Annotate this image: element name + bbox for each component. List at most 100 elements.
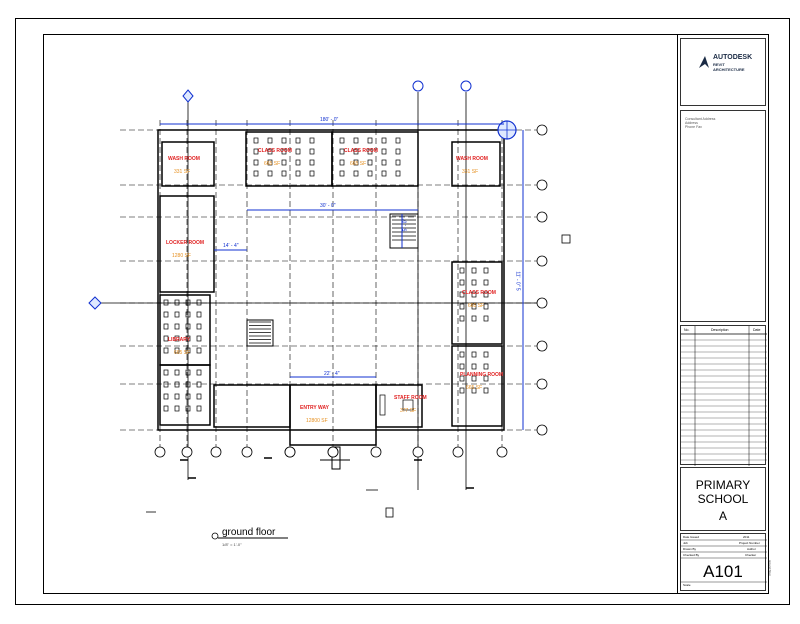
consultant-line3: Phone Fax — [685, 125, 702, 129]
room-name: WASH ROOM — [168, 156, 200, 162]
grid-bubble-top — [460, 80, 472, 92]
desk — [483, 387, 489, 394]
desk — [367, 137, 373, 144]
grid-bubble-bottom — [370, 446, 382, 458]
grid-bubble-bottom — [284, 446, 296, 458]
grid-bubble-right — [536, 378, 548, 390]
desk — [281, 170, 287, 177]
desk — [185, 393, 191, 400]
sheet-info-box: Date Issued Job Drawn By Checked By Scal… — [680, 533, 767, 591]
desk — [196, 369, 202, 376]
desk — [196, 393, 202, 400]
desk — [267, 170, 273, 177]
desk — [163, 299, 169, 306]
dim-overall: 180' - 0" — [320, 117, 339, 123]
desk — [353, 137, 359, 144]
desk — [339, 148, 345, 155]
desk — [353, 170, 359, 177]
stair-2 — [246, 319, 274, 347]
room-area: 665 SF — [466, 385, 483, 391]
dim-entry: 22' - 4" — [324, 371, 340, 377]
room-name: PLANNING ROOM — [460, 372, 504, 378]
desk — [381, 159, 387, 166]
desk — [163, 335, 169, 342]
entry-door — [331, 446, 341, 470]
desk — [395, 148, 401, 155]
sheet-name: A — [718, 509, 727, 523]
desk — [267, 137, 273, 144]
grid-bubble-right — [536, 179, 548, 191]
staff-room-walls — [375, 384, 423, 428]
desk — [185, 381, 191, 388]
grid-bubble-right — [536, 211, 548, 223]
desk — [196, 347, 202, 354]
grid-bubble-bottom — [181, 446, 193, 458]
desk — [339, 159, 345, 166]
sheet-number: A101 — [703, 562, 743, 581]
desk — [459, 267, 465, 274]
desk — [459, 303, 465, 310]
desk — [281, 159, 287, 166]
desk — [367, 148, 373, 155]
room-name: LOCKER ROOM — [166, 240, 205, 246]
dim-right: 11' - 0" 5 — [514, 271, 521, 291]
room-area: 665 SF — [174, 350, 191, 356]
elevation-marker-left — [88, 296, 102, 310]
desk — [196, 381, 202, 388]
classroom-2-walls — [331, 131, 419, 187]
revision-grid — [681, 326, 767, 466]
desk — [483, 303, 489, 310]
logo-line3: ARCHITECTURE — [713, 67, 745, 72]
room-name: WASH ROOM — [456, 156, 488, 162]
rev-header-date: Date — [753, 328, 761, 332]
view-title: ground floor — [222, 527, 276, 538]
logo-line1: AUTODESK — [713, 54, 753, 61]
info-value-date: 2011 — [743, 535, 750, 539]
desk — [174, 311, 180, 318]
grid-bubble-right — [536, 297, 548, 309]
desk — [185, 369, 191, 376]
desk — [459, 315, 465, 322]
desk — [295, 148, 301, 155]
view-title-marker — [211, 532, 288, 540]
desk — [174, 369, 180, 376]
drawing-sheet-border — [15, 18, 790, 605]
consultant-line1: Consultant Address — [685, 117, 716, 121]
info-label-job: Job — [683, 541, 688, 545]
washroom-left-walls — [161, 141, 215, 187]
desk — [174, 299, 180, 306]
grid-bubble-bottom — [452, 446, 464, 458]
desk — [309, 148, 315, 155]
room-area: 665 SF — [350, 161, 367, 167]
autodesk-logo-icon — [697, 55, 711, 69]
desk — [267, 159, 273, 166]
tag-marker — [561, 234, 571, 244]
classroom-right-walls — [451, 261, 503, 345]
project-name-box: PRIMARY SCHOOL A — [680, 467, 766, 531]
desk — [459, 279, 465, 286]
desk — [471, 315, 477, 322]
desk — [471, 363, 477, 370]
desk — [163, 347, 169, 354]
room-name: CLASS ROOM — [258, 148, 292, 154]
dim-corridor: 14' - 4" — [223, 243, 239, 249]
desk — [395, 159, 401, 166]
tag-marker — [385, 507, 394, 518]
desk — [185, 335, 191, 342]
consultant-line2: Address — [685, 121, 698, 125]
desk — [196, 335, 202, 342]
desk — [185, 347, 191, 354]
desk — [174, 381, 180, 388]
desk — [295, 137, 301, 144]
classroom-1-walls — [245, 131, 333, 187]
info-value-job: Project Number — [739, 541, 760, 545]
desk — [185, 299, 191, 306]
room-area: 377 SF — [400, 408, 417, 414]
desk — [483, 315, 489, 322]
desk — [483, 351, 489, 358]
grid-bubble-bottom — [241, 446, 253, 458]
desk — [196, 323, 202, 330]
grid-bubble-right — [536, 424, 548, 436]
room-area: 12800 SF — [306, 418, 328, 424]
